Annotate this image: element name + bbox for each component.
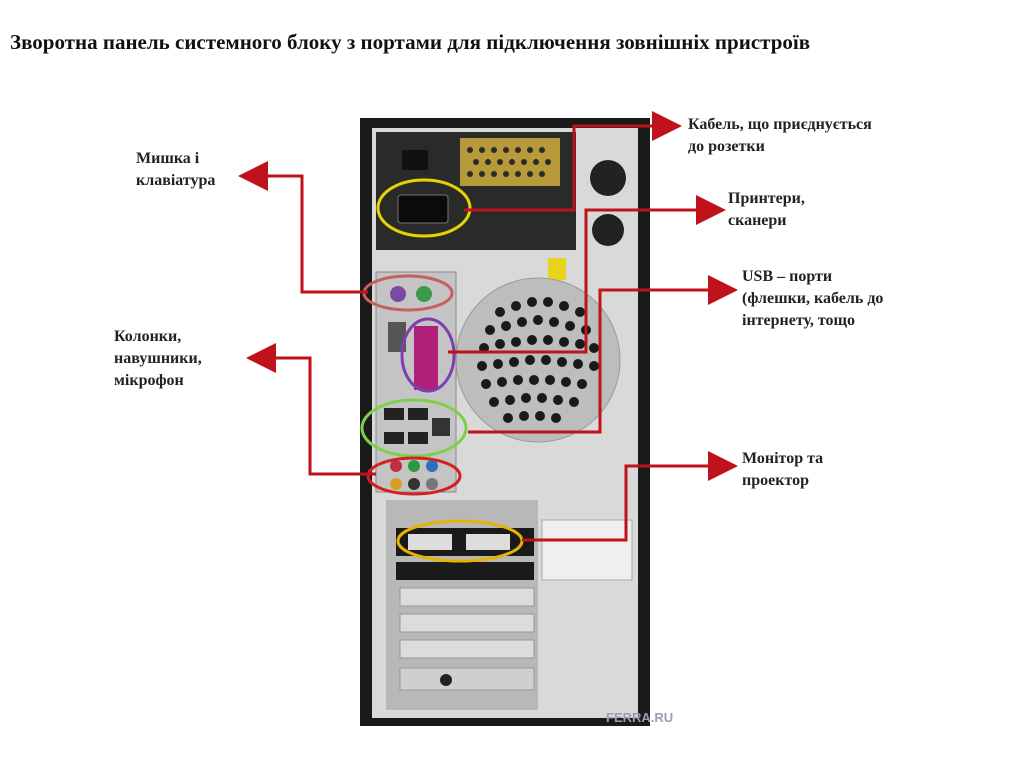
- arrow-power-cable: [464, 111, 682, 212]
- label-mouse-keyboard: Мишка і клавіатура: [136, 150, 216, 189]
- arrow-mouse-keyboard: [238, 161, 368, 294]
- power-socket-highlight: [376, 178, 472, 238]
- label-speakers: Колонки, навушники, мікрофон: [114, 328, 202, 389]
- label-power-cable: Кабель, що приєднується до розетки: [688, 116, 872, 155]
- label-printers: Принтери, сканери: [728, 190, 805, 229]
- arrow-speakers: [246, 343, 376, 476]
- power-switch: [402, 150, 428, 170]
- ps2-mouse-port: [390, 286, 406, 302]
- usb-highlight: [360, 398, 468, 458]
- arrow-monitor: [522, 451, 738, 542]
- usb-port-2: [408, 408, 428, 420]
- audio-jack-green: [408, 460, 420, 472]
- audio-jack-blue: [426, 460, 438, 472]
- ethernet-port: [432, 418, 450, 436]
- usb-port-3: [384, 432, 404, 444]
- parallel-port-highlight: [400, 317, 456, 393]
- page-title: Зворотна панель системного блоку з порта…: [10, 30, 811, 54]
- label-monitor: Монітор та проектор: [742, 450, 824, 489]
- serial-port: [388, 322, 406, 352]
- arrow-printers: [448, 195, 726, 354]
- usb-port-1: [384, 408, 404, 420]
- usb-port-4: [408, 432, 428, 444]
- arrow-usb: [468, 275, 738, 434]
- audio-highlight: [366, 456, 462, 496]
- parallel-port: [414, 326, 438, 390]
- power-socket: [397, 194, 449, 224]
- dvi-port-2: [466, 534, 510, 550]
- ferra-watermark: FERRA.RU: [606, 710, 673, 725]
- pc-case: [360, 118, 650, 726]
- ps2-keyboard-port: [416, 286, 432, 302]
- dvi-port-1: [408, 534, 452, 550]
- audio-jack-pink: [390, 460, 402, 472]
- label-usb: USB – порти (флешки, кабель до інтернету…: [742, 268, 884, 329]
